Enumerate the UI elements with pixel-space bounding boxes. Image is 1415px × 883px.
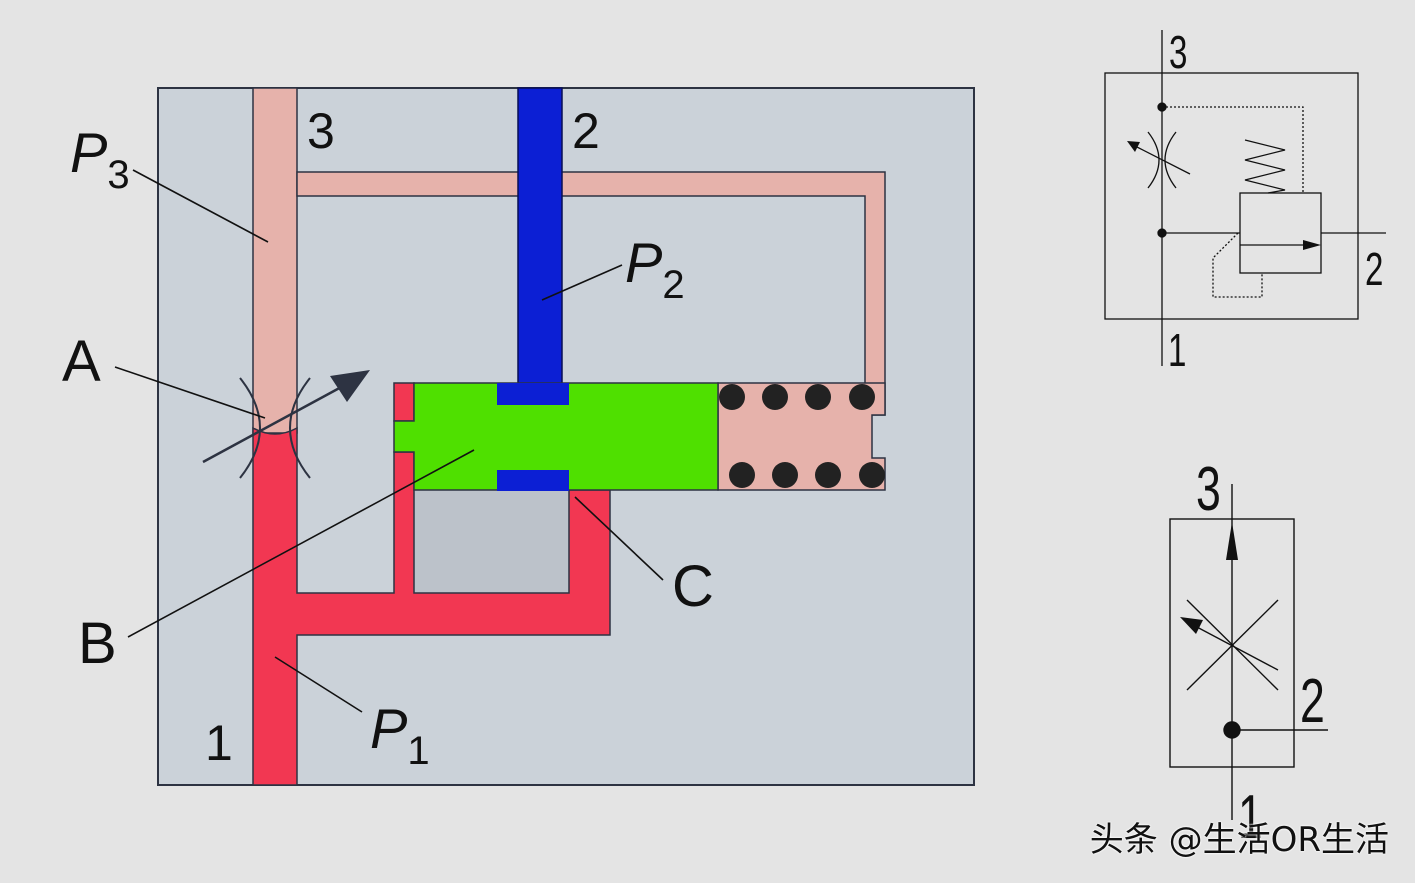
symbol-top-pilot-line-upper [1162, 106, 1304, 193]
p3-sub: 3 [107, 153, 129, 197]
p2-sub: 2 [662, 263, 684, 307]
spool-lower-cavity [414, 490, 569, 593]
leader-b [127, 449, 475, 638]
symbol-top-junction [1157, 102, 1167, 112]
throttle-arrow-icon [330, 370, 370, 402]
watermark: 头条 @生活OR生活 [1089, 820, 1389, 860]
spring-coil [849, 384, 875, 410]
symbol-top-throttle-arrowhead-icon [1127, 141, 1140, 152]
leader-a [114, 366, 266, 419]
port1-label: 1 [205, 715, 233, 771]
spring-chamber [717, 382, 886, 491]
spring-coil [719, 384, 745, 410]
p1-label: P1 [370, 697, 430, 773]
leader-p2 [541, 264, 623, 301]
p1-sub: 1 [407, 729, 429, 773]
spool [393, 382, 719, 491]
symbol-top-spring-icon [1244, 139, 1286, 194]
callout-c: C [672, 554, 714, 619]
symbol-bottom-port3-label: 3 [1196, 455, 1221, 524]
spring-coil [762, 384, 788, 410]
symbol-bottom-up-arrowhead-icon [1226, 522, 1238, 560]
simplified-valve-symbol [1169, 484, 1328, 820]
symbol-top-port2-label: 2 [1365, 245, 1383, 295]
p3-label: P3 [70, 121, 130, 197]
symbol-bottom-junction [1223, 721, 1241, 739]
spring-coil [859, 462, 885, 488]
symbol-bottom-throttle-x2 [1186, 599, 1279, 691]
throttle-arc-right [289, 377, 311, 479]
detailed-valve-symbol [1104, 30, 1386, 366]
throttle-arrow-shaft [202, 383, 346, 464]
symbol-bottom-throttle-arrow-shaft [1194, 625, 1279, 671]
throttle-arc-left [239, 377, 261, 479]
p3-base: P [70, 121, 107, 184]
symbol-bottom-throttle-arrowhead-icon [1180, 617, 1203, 634]
spool-groove-top [497, 383, 569, 405]
symbol-bottom-port1-label: 1 [1238, 783, 1263, 852]
callout-a: A [62, 329, 101, 394]
port2-label: 2 [572, 103, 600, 159]
spring-coil [729, 462, 755, 488]
port1-channel [252, 426, 611, 786]
symbol-top-compensator [1239, 192, 1322, 274]
p1-base: P [370, 697, 407, 760]
spring-coil [815, 462, 841, 488]
callout-b: B [78, 611, 117, 676]
symbol-bottom-port2-label: 2 [1300, 667, 1325, 736]
port2-channel [517, 87, 563, 387]
spool-groove-bottom [497, 470, 569, 491]
symbol-top-flow-arrowhead-icon [1303, 240, 1321, 250]
port3-label: 3 [307, 103, 335, 159]
symbol-top-throttle-arc-left [1147, 131, 1160, 189]
symbol-top-throttle-arrow-shaft [1134, 145, 1191, 175]
spring-coils [719, 384, 885, 488]
symbol-top-junction [1157, 228, 1167, 238]
spring-coil [772, 462, 798, 488]
leader-p3 [132, 169, 269, 243]
spring-coil [805, 384, 831, 410]
port3-channel [252, 87, 298, 434]
symbol-top-frame [1104, 72, 1359, 320]
symbol-top-port3-label: 3 [1169, 28, 1187, 78]
p2-label: P2 [625, 231, 685, 307]
symbol-top-port1-label: 1 [1168, 326, 1186, 376]
symbol-top-throttle-arc-right [1164, 131, 1177, 189]
leader-p1 [274, 656, 363, 713]
spool-left-pressure-port [393, 382, 415, 422]
leader-c [574, 496, 664, 581]
p2-base: P [625, 231, 662, 294]
